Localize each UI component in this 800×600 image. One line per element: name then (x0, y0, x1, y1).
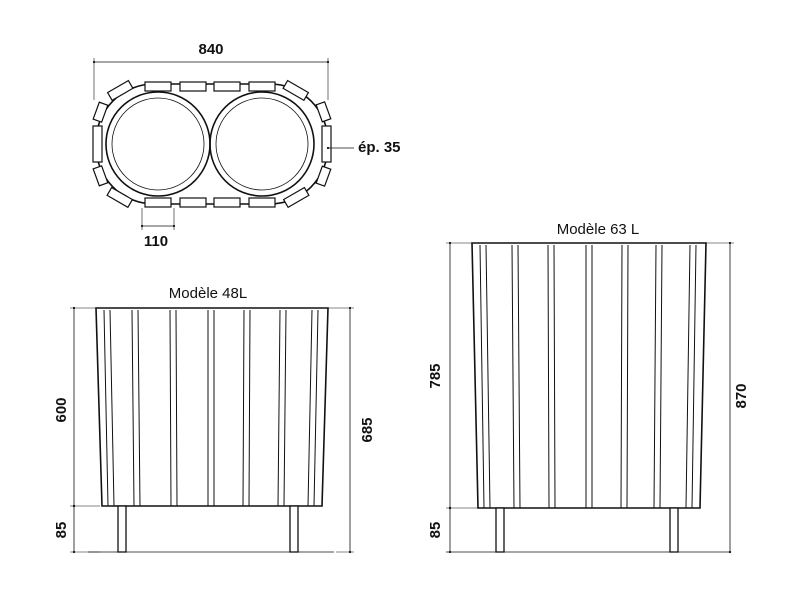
bin-left-inner (111, 97, 205, 191)
model-48-left-dims: 600 85 (53, 306, 100, 554)
model-63-total-height: 870 (733, 383, 750, 408)
slat-label: 110 (144, 233, 168, 250)
bin-right-inner (215, 97, 309, 191)
model-63-legs (495, 507, 679, 553)
dimension-width: 840 (92, 41, 330, 100)
bin-left (105, 91, 211, 197)
width-label: 840 (198, 41, 223, 58)
model-63-right-dims: 870 (706, 241, 750, 554)
model-48-total-height: 685 (359, 417, 376, 442)
model-48-body (95, 307, 329, 507)
model-48-title: Modèle 48L (169, 285, 247, 302)
thickness-label: ép. 35 (358, 139, 401, 156)
model-63-slats (479, 244, 697, 509)
bin-right (209, 91, 315, 197)
top-view: 840 110 ép. 35 (92, 41, 401, 250)
model-63-foot-height: 85 (427, 522, 444, 539)
model-48-slats (103, 309, 319, 507)
model-48-right-dims: 685 (328, 306, 376, 554)
model-63-body-height: 785 (427, 363, 444, 388)
dimension-thickness: ép. 35 (326, 139, 401, 156)
model-48-body-height: 600 (53, 397, 70, 422)
model-63-left-dims: 785 85 (427, 241, 480, 554)
dimension-slat: 110 (140, 208, 176, 250)
model-48-legs (117, 505, 299, 553)
model-48-foot-height: 85 (53, 522, 70, 539)
model-63-title: Modèle 63 L (557, 221, 640, 238)
model-48-view: Modèle 48L 600 85 (53, 285, 376, 554)
model-63-body (471, 242, 707, 509)
top-view-slats (92, 79, 332, 209)
model-63-view: Modèle 63 L 785 85 870 (427, 221, 750, 554)
